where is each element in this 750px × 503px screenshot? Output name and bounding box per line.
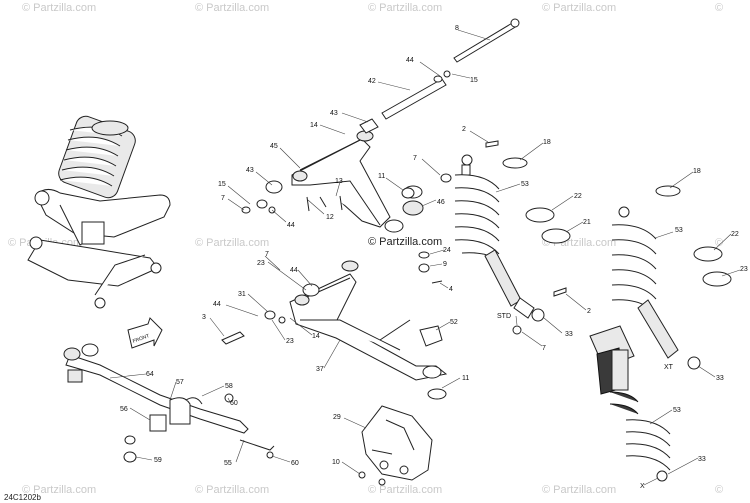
small-hardware xyxy=(221,140,567,400)
callout-label: 8 xyxy=(455,25,459,32)
callout-label: 52 xyxy=(450,319,458,326)
upper-a-arm xyxy=(291,118,404,233)
callout-label: 44 xyxy=(290,267,298,274)
watermark: © Partzilla.com xyxy=(22,484,97,496)
callout-label: 13 xyxy=(335,178,343,185)
callout-label: 53 xyxy=(521,181,529,188)
callout-label: 33 xyxy=(565,331,573,338)
callout-label: 14 xyxy=(312,333,320,340)
callout-label: 53 xyxy=(675,227,683,234)
callout-label: 7 xyxy=(221,195,225,202)
callout-label: 33 xyxy=(698,456,706,463)
callout-label: 15 xyxy=(470,77,478,84)
callout-label: 60 xyxy=(291,460,299,467)
knuckle-bracket xyxy=(358,405,433,486)
callout-label: 12 xyxy=(326,214,334,221)
callout-label: 33 xyxy=(716,375,724,382)
callout-label: 44 xyxy=(406,57,414,64)
callout-label: XT xyxy=(664,364,674,371)
callout-label: 43 xyxy=(246,167,254,174)
assembled-suspension xyxy=(27,115,171,309)
shock-x xyxy=(589,325,671,482)
upper-shaft xyxy=(381,70,451,120)
shock-xt xyxy=(611,185,732,370)
callout-label: 57 xyxy=(176,379,184,386)
callout-label: 14 xyxy=(310,122,318,129)
callout-label: 24 xyxy=(443,247,451,254)
watermark: © Partzilla.com xyxy=(195,237,270,249)
callout-label: 22 xyxy=(731,231,739,238)
watermark: © Partzilla.com xyxy=(542,484,617,496)
callout-label: X xyxy=(640,483,645,490)
callout-label: 2 xyxy=(587,308,591,315)
callout-label: 10 xyxy=(332,459,340,466)
callout-label: 4 xyxy=(449,286,453,293)
callout-label: 23 xyxy=(257,260,265,267)
watermark: © xyxy=(715,237,724,249)
callout-label: 29 xyxy=(333,414,341,421)
callout-label: 46 xyxy=(437,199,445,206)
sway-bar xyxy=(63,343,275,463)
callout-label: 56 xyxy=(120,406,128,413)
callout-label: 42 xyxy=(368,78,376,85)
callout-label: 64 xyxy=(146,371,154,378)
callout-label: 11 xyxy=(378,173,385,180)
callout-label: 18 xyxy=(693,168,701,175)
callout-label: 22 xyxy=(574,193,582,200)
lower-a-arm xyxy=(289,260,448,381)
watermark: © Partzilla.com xyxy=(368,484,443,496)
watermark: © Partzilla.com xyxy=(542,237,617,249)
watermark: © Partzilla.com xyxy=(195,2,270,14)
callout-label: 45 xyxy=(270,143,278,150)
callout-label: 3 xyxy=(202,314,206,321)
upper-rod xyxy=(453,18,520,63)
callout-label: 53 xyxy=(673,407,681,414)
watermark: © xyxy=(715,484,724,496)
callout-label: 23 xyxy=(286,338,294,345)
diagram-code: 24C1202b xyxy=(4,493,41,502)
callout-label: 31 xyxy=(238,291,246,298)
callout-label: 43 xyxy=(330,110,338,117)
callout-label: 7 xyxy=(542,345,546,352)
callout-label: 18 xyxy=(543,139,551,146)
front-arrow-sign xyxy=(127,317,163,349)
callout-label: 37 xyxy=(316,366,324,373)
watermark: © Partzilla.com xyxy=(22,2,97,14)
callout-labels: 8 44 15 42 43 14 45 43 15 7 44 12 13 xyxy=(109,25,748,490)
callout-label: 7 xyxy=(413,155,417,162)
center-watermark: © Partzilla.com xyxy=(368,236,443,248)
callout-label: 60 xyxy=(230,400,238,407)
callout-label: 21 xyxy=(583,219,591,226)
callout-label: 7 xyxy=(265,251,269,258)
watermark: © Partzilla.com xyxy=(195,484,270,496)
shock-std xyxy=(454,154,571,322)
watermark: © xyxy=(715,2,724,14)
callout-label: 9 xyxy=(443,261,447,268)
watermark: © Partzilla.com xyxy=(542,2,617,14)
callout-label: 2 xyxy=(462,126,466,133)
callout-label: 58 xyxy=(225,383,233,390)
callout-label: 55 xyxy=(224,460,232,467)
callout-label: 44 xyxy=(287,222,295,229)
watermark: © Partzilla.com xyxy=(368,2,443,14)
callout-label: 15 xyxy=(218,181,226,188)
callout-label: 44 xyxy=(213,301,221,308)
callout-label: 23 xyxy=(740,266,748,273)
callout-label: STD xyxy=(497,313,511,320)
callout-label: 11 xyxy=(462,375,469,382)
front-arrow-label: FRONT xyxy=(132,333,150,345)
callout-label: 59 xyxy=(154,457,162,464)
